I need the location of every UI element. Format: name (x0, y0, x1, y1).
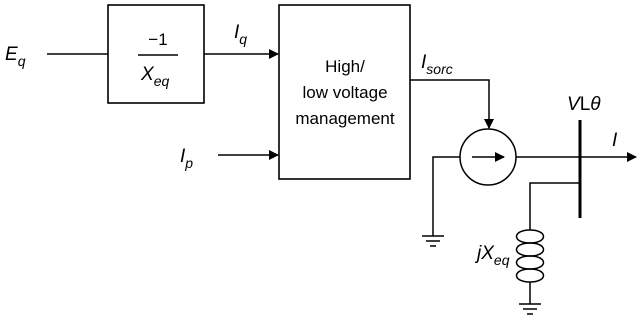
reactance-wire-top (529, 182, 580, 230)
bus-voltage-label: VLθ (567, 94, 601, 115)
iq-label: Iq (234, 22, 247, 47)
ground-symbol-right (519, 303, 541, 315)
gain-numerator: −1 (148, 30, 167, 49)
isorc-arrow (410, 79, 494, 129)
ground-symbol-left (422, 235, 444, 247)
gain-denominator: Xeq (140, 64, 169, 89)
mgmt-line-1: High/ (325, 57, 365, 76)
mgmt-line-2: low voltage (302, 83, 387, 102)
output-current-label: I (612, 130, 618, 151)
mgmt-line-3: management (295, 109, 395, 128)
isorc-label: Isorc (421, 52, 453, 77)
voltage-management-block (278, 4, 411, 180)
reactance-coil (515, 229, 545, 283)
ip-label: Ip (180, 146, 193, 171)
source-ground-wire (432, 156, 460, 236)
eq-label: Eq (5, 44, 26, 69)
reactance-label: jXeq (474, 243, 510, 268)
